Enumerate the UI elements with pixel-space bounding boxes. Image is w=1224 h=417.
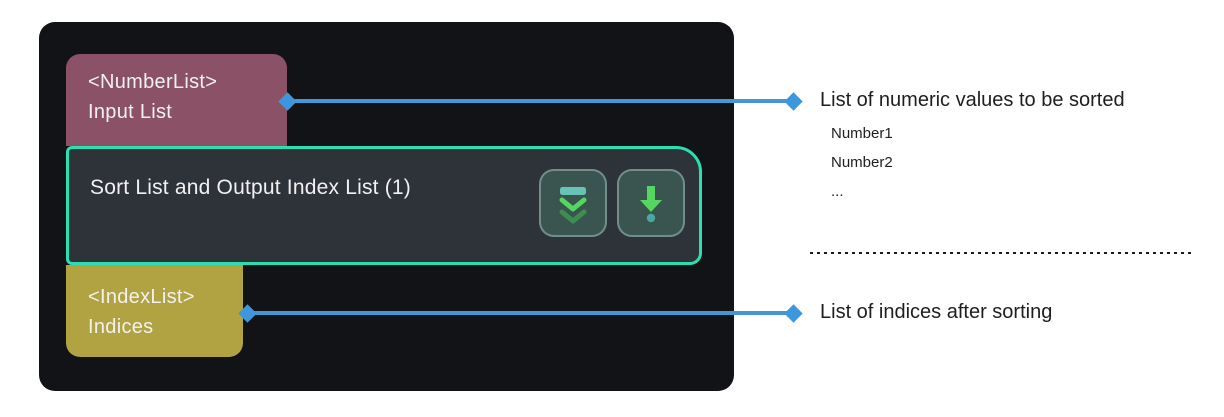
input-annotation-title: List of numeric values to be sorted <box>820 89 1125 111</box>
input-annotation-item: Number1 <box>831 125 893 142</box>
output-callout-diamond-icon <box>784 304 803 323</box>
double-chevron-collapse-icon <box>552 182 594 224</box>
input-port-tab[interactable]: <NumberList> Input List <box>66 54 287 146</box>
step-node[interactable]: Sort List and Output Index List (1) <box>66 146 702 265</box>
input-annotation-item: ... <box>831 183 844 200</box>
input-annotation-list: Number1 Number2 ... <box>831 119 893 206</box>
step-node-title: Sort List and Output Index List (1) <box>90 176 411 199</box>
output-port-name: Indices <box>88 316 154 338</box>
output-port-type: <IndexList> <box>88 286 195 308</box>
output-callout-line <box>251 311 790 315</box>
run-step-button[interactable] <box>617 169 685 237</box>
input-port-name: Input List <box>88 101 173 123</box>
input-annotation-item: Number2 <box>831 154 893 171</box>
output-annotation-title: List of indices after sorting <box>820 301 1053 323</box>
down-arrow-dot-icon <box>630 182 672 224</box>
collapse-parameters-button[interactable] <box>539 169 607 237</box>
input-port-type: <NumberList> <box>88 71 218 93</box>
input-callout-line <box>290 99 790 103</box>
input-callout-diamond-icon <box>784 92 803 111</box>
dotted-separator <box>810 252 1195 254</box>
output-port-tab[interactable]: <IndexList> Indices <box>66 265 243 357</box>
